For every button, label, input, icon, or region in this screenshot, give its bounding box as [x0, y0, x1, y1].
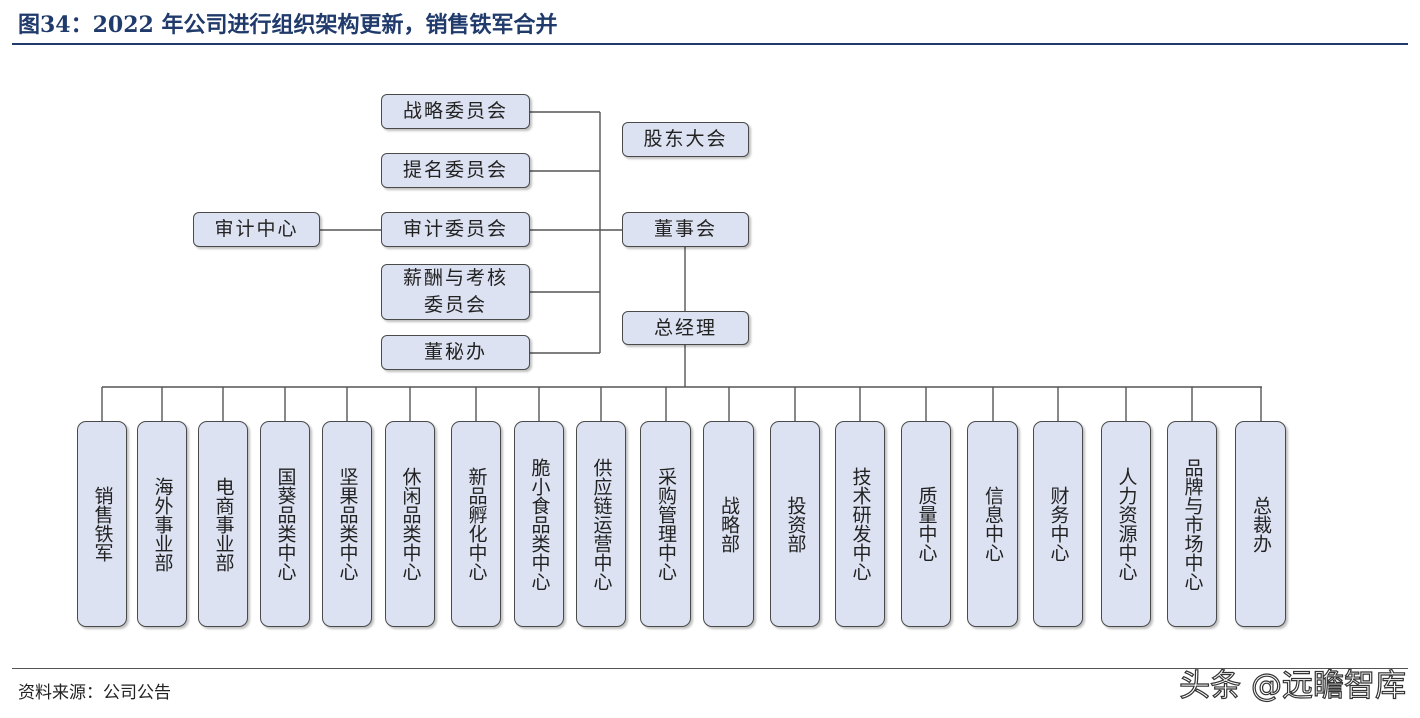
department-box: 国葵品类中心 [260, 421, 310, 627]
compensation-committee-box: 薪酬与考核委员会 [381, 264, 530, 320]
department-box: 投资部 [770, 421, 820, 627]
source-note: 资料来源：公司公告 [18, 683, 171, 703]
department-box: 坚果品类中心 [322, 421, 372, 627]
department-box: 新品孵化中心 [451, 421, 501, 627]
department-box: 人力资源中心 [1101, 421, 1151, 627]
department-box: 海外事业部 [137, 421, 187, 627]
department-box: 技术研发中心 [835, 421, 885, 627]
audit-center-box: 审计中心 [193, 212, 320, 247]
department-box: 战略部 [703, 421, 754, 627]
figure-title: 图34：2022 年公司进行组织架构更新，销售铁军合并 [18, 12, 558, 38]
department-box: 销售铁军 [77, 421, 127, 627]
strategy-committee-box: 战略委员会 [381, 94, 530, 129]
department-box: 电商事业部 [198, 421, 248, 627]
watermark-text: 头条 @远瞻智库 [1179, 667, 1407, 704]
department-box: 品牌与市场中心 [1167, 421, 1217, 627]
footer-divider [12, 668, 1408, 669]
department-box: 总裁办 [1235, 421, 1286, 627]
nomination-committee-box: 提名委员会 [381, 153, 530, 188]
department-box: 采购管理中心 [640, 421, 691, 627]
department-box: 质量中心 [901, 421, 951, 627]
department-box: 信息中心 [967, 421, 1018, 627]
general-manager-box: 总经理 [622, 311, 749, 345]
shareholders-meeting-box: 股东大会 [622, 122, 749, 157]
department-box: 脆小食品类中心 [514, 421, 564, 627]
board-secretary-office-box: 董秘办 [381, 335, 530, 370]
board-of-directors-box: 董事会 [622, 212, 749, 247]
department-box: 休闲品类中心 [385, 421, 435, 627]
department-box: 供应链运营中心 [576, 421, 626, 627]
title-divider [12, 43, 1408, 45]
department-box: 财务中心 [1033, 421, 1083, 627]
audit-committee-box: 审计委员会 [381, 212, 530, 247]
